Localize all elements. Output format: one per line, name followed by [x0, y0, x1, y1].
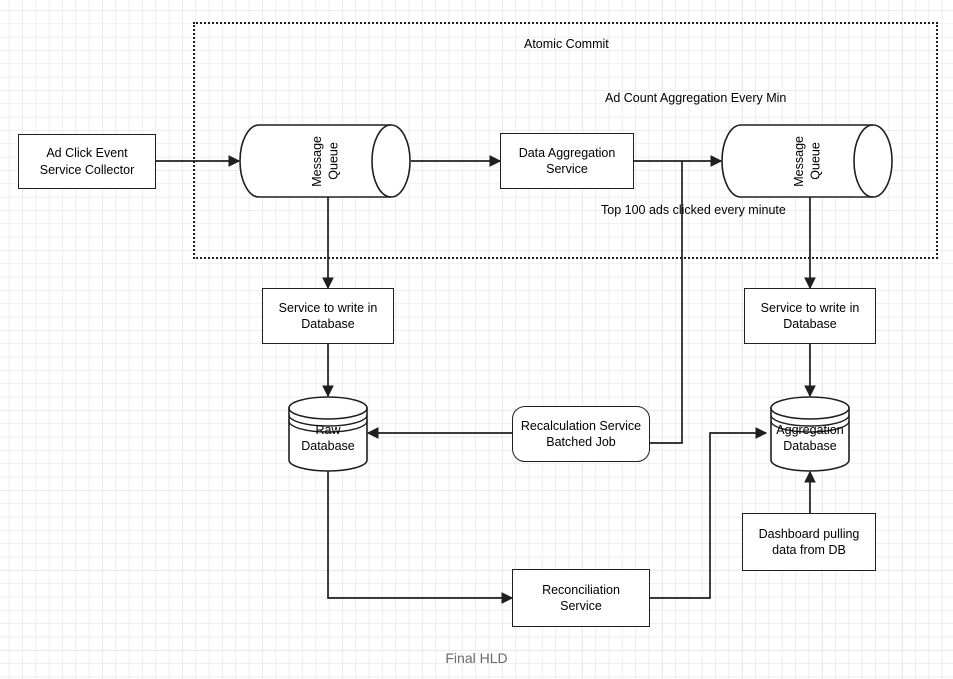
message-queue-label-wrap: Message Queue	[721, 124, 893, 198]
node-service-to-write-in-database-right[interactable]: Service to write in Database	[744, 288, 876, 344]
atomic-commit-group-title: Atomic Commit	[524, 37, 609, 51]
message-queue-shape	[239, 124, 411, 198]
node-label: Reconciliation Service	[542, 582, 620, 614]
node-label: Data Aggregation Service	[518, 145, 616, 177]
message-queue-label: Message Queue	[309, 136, 342, 187]
message-queue-label-wrap: Message Queue	[239, 124, 411, 198]
atomic-commit-group	[193, 22, 938, 259]
mq-label-line1: Message	[791, 135, 806, 187]
node-aggregation-database[interactable]: Aggregation Database	[770, 396, 850, 472]
database-label: Raw Database	[301, 423, 355, 454]
node-label: Ad Click Event Service Collector	[39, 146, 135, 177]
node-message-queue-left[interactable]: Message Queue	[239, 124, 411, 198]
wire-raw-db-to-reconcile	[327, 470, 514, 604]
node-raw-database[interactable]: Raw Database	[288, 396, 368, 472]
node-label: Dashboard pulling data from DB	[758, 526, 860, 558]
edge-label-top-100-ads: Top 100 ads clicked every minute	[601, 203, 786, 217]
node-service-to-write-in-database-left[interactable]: Service to write in Database	[262, 288, 394, 344]
node-label: Service to write in Database	[278, 300, 378, 332]
node-reconciliation-service[interactable]: Reconciliation Service	[512, 569, 650, 627]
database-label: Aggregation Database	[776, 423, 844, 454]
node-dashboard-pulling-data[interactable]: Dashboard pulling data from DB	[742, 513, 876, 571]
node-message-queue-right[interactable]: Message Queue	[721, 124, 893, 198]
node-label: Service to write in Database	[760, 300, 860, 332]
edge-label-ad-count-aggregation: Ad Count Aggregation Every Min	[605, 91, 787, 105]
mq-label-line2: Queue	[808, 142, 822, 180]
node-label: Recalculation Service Batched Job	[520, 418, 642, 450]
mq-label-line2: Queue	[326, 142, 340, 180]
diagram-caption: Final HLD	[445, 650, 508, 666]
message-queue-label: Message Queue	[791, 136, 824, 187]
node-ad-click-event-service-collector[interactable]: Ad Click Event Service Collector	[18, 134, 156, 189]
node-data-aggregation-service[interactable]: Data Aggregation Service	[500, 133, 634, 189]
node-recalculation-service-batched-job[interactable]: Recalculation Service Batched Job	[512, 406, 650, 462]
message-queue-shape	[721, 124, 893, 198]
mq-label-line1: Message	[309, 135, 324, 187]
